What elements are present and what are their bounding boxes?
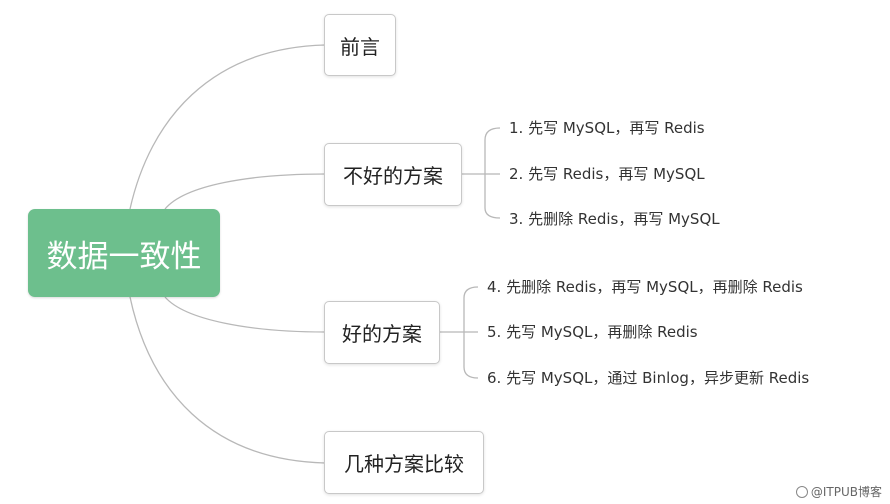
leaf-good-4[interactable]: 4. 先删除 Redis，再写 MySQL，再删除 Redis	[487, 278, 803, 296]
root-node[interactable]: 数据一致性	[28, 209, 220, 297]
connector-root-bad	[164, 173, 326, 210]
branch-label: 几种方案比较	[344, 452, 464, 476]
leaf-bad-2[interactable]: 2. 先写 Redis，再写 MySQL	[509, 165, 705, 183]
branch-node-good-solutions[interactable]: 好的方案	[324, 301, 440, 364]
branch-node-comparison[interactable]: 几种方案比较	[324, 431, 484, 494]
connector-root-good	[164, 296, 326, 333]
branch-node-bad-solutions[interactable]: 不好的方案	[324, 143, 462, 206]
leaf-bad-3[interactable]: 3. 先删除 Redis，再写 MySQL	[509, 210, 720, 228]
connector-root-compare	[129, 296, 326, 464]
leaf-good-6[interactable]: 6. 先写 MySQL，通过 Binlog，异步更新 Redis	[487, 369, 810, 387]
connector-bad-bracket	[484, 127, 501, 219]
branch-label: 不好的方案	[343, 164, 443, 188]
root-label: 数据一致性	[46, 238, 202, 275]
watermark: @ITPUB博客	[795, 483, 882, 500]
branch-label: 好的方案	[342, 322, 422, 346]
leaf-good-5[interactable]: 5. 先写 MySQL，再删除 Redis	[487, 323, 698, 341]
connector-root-preface	[129, 44, 326, 210]
watermark-text: @ITPUB博客	[810, 485, 882, 499]
leaf-bad-1[interactable]: 1. 先写 MySQL，再写 Redis	[509, 119, 705, 137]
branch-label: 前言	[340, 34, 380, 59]
branch-node-preface[interactable]: 前言	[324, 14, 396, 76]
watermark-logo-icon	[795, 485, 808, 498]
